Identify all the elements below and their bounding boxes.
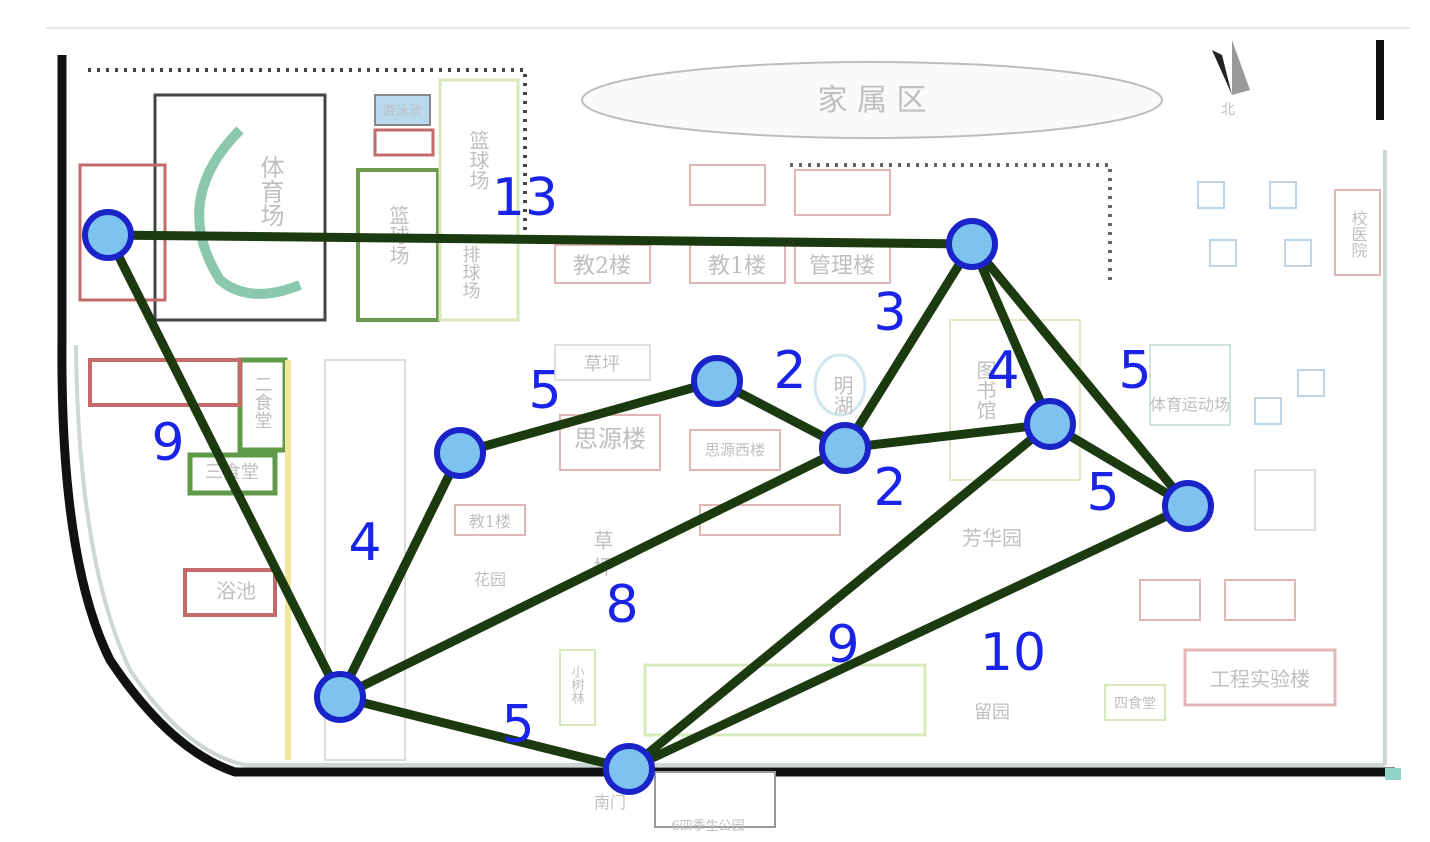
basketball-label-1: 篮球场 (466, 130, 490, 190)
edge-C-D (455, 376, 722, 458)
graph-node-mingzhu[interactable] (819, 422, 871, 474)
fanghua-label: 芳华园 (962, 526, 1022, 550)
edge-weight-C-D: 5 (528, 361, 561, 421)
edge-E-F (840, 419, 1055, 453)
edge-weight-B-G: 5 (1118, 341, 1151, 401)
volleyball-label: 排球场 (460, 245, 481, 299)
edge-H-I (335, 692, 634, 774)
graph-node-siyuan-west[interactable] (434, 427, 486, 479)
edge-F-I (624, 419, 1055, 774)
edge-weights: 13 9 3 4 5 5 2 2 5 4 8 9 10 5 (151, 168, 1151, 755)
edge-weight-A-H: 9 (151, 413, 184, 473)
sports-ground-label: 体育运动场 (1150, 395, 1230, 414)
graph-node-northeast[interactable] (946, 218, 998, 270)
edge-E-H (335, 443, 850, 702)
lawn-label: 草坪 (584, 354, 620, 375)
edge-weight-F-G: 5 (1086, 463, 1119, 523)
family-area-label: 家 属 区 (817, 83, 926, 118)
edge-weight-F-I: 9 (826, 615, 859, 675)
edge-weight-B-E: 3 (873, 283, 906, 343)
hospital-label: 校医院 (1349, 210, 1368, 259)
edge-weight-E-F: 2 (873, 458, 906, 518)
north-arrow-icon: 北 (1212, 40, 1250, 118)
graph-node-southwest[interactable] (314, 671, 366, 723)
edge-B-G (967, 239, 1193, 511)
canteen4-label: 四食堂 (1114, 695, 1156, 712)
edge-weight-H-I: 5 (501, 695, 534, 755)
campus-boundary (57, 55, 1395, 777)
liuyuan-label: 留园 (974, 702, 1010, 723)
family-area (581, 61, 1163, 139)
graph-node-west-gym[interactable] (82, 209, 134, 261)
canteen2-label: 二食堂 (252, 375, 273, 429)
edge-weight-E-H: 8 (605, 575, 638, 635)
edge-F-G (1045, 419, 1193, 511)
edge-weight-A-B: 13 (492, 168, 558, 228)
edge-weight-C-H: 4 (348, 513, 381, 573)
swimming-label: 游泳池 (382, 104, 421, 119)
campus-background: 家 属 区 体育场 篮球场 篮球场 排球场 游泳池 教2楼 教1楼 管理楼 二食… (46, 27, 1410, 834)
south-gate-label: 南门 (594, 793, 626, 812)
graph-node-far-east[interactable] (1162, 480, 1214, 532)
garden-label: 花园 (474, 570, 506, 589)
mingzhu-label: 明湖 (830, 375, 854, 415)
north-label: 北 (1221, 102, 1235, 118)
xiaoyuan-label: 小树林 (569, 665, 585, 704)
graph-edges (103, 230, 1193, 774)
edge-A-H (103, 230, 345, 702)
gym-label: 体育场 (256, 155, 284, 227)
siyuan-label: 思源楼 (574, 425, 646, 453)
engineering-lab-label: 工程实验楼 (1210, 667, 1310, 691)
siyuan-west-label: 思源西楼 (705, 441, 765, 459)
jiao1-label: 教1楼 (708, 254, 766, 279)
edge-B-E (840, 239, 977, 453)
bathhouse-label: 浴池 (216, 579, 256, 603)
edge-C-H (335, 448, 465, 702)
jiao1-south-label: 教1楼 (469, 512, 511, 531)
jiao2-label: 教2楼 (573, 254, 631, 279)
edge-weight-D-E: 2 (773, 341, 806, 401)
edge-weight-B-F: 4 (986, 341, 1019, 401)
admin-label: 管理楼 (809, 254, 875, 279)
library-label: 图书馆 (973, 360, 997, 420)
graph-node-library-east[interactable] (1024, 398, 1076, 450)
edge-B-F (967, 239, 1055, 429)
edge-weight-G-I: 10 (980, 623, 1046, 683)
edge-A-B (103, 230, 977, 249)
graph-node-south-gate[interactable] (603, 743, 655, 795)
edge-G-I (624, 501, 1193, 774)
graph-node-north-center[interactable] (691, 355, 743, 407)
south-gate-sub-label: 6四季生公园 (671, 819, 744, 834)
graph-nodes (82, 209, 1214, 795)
